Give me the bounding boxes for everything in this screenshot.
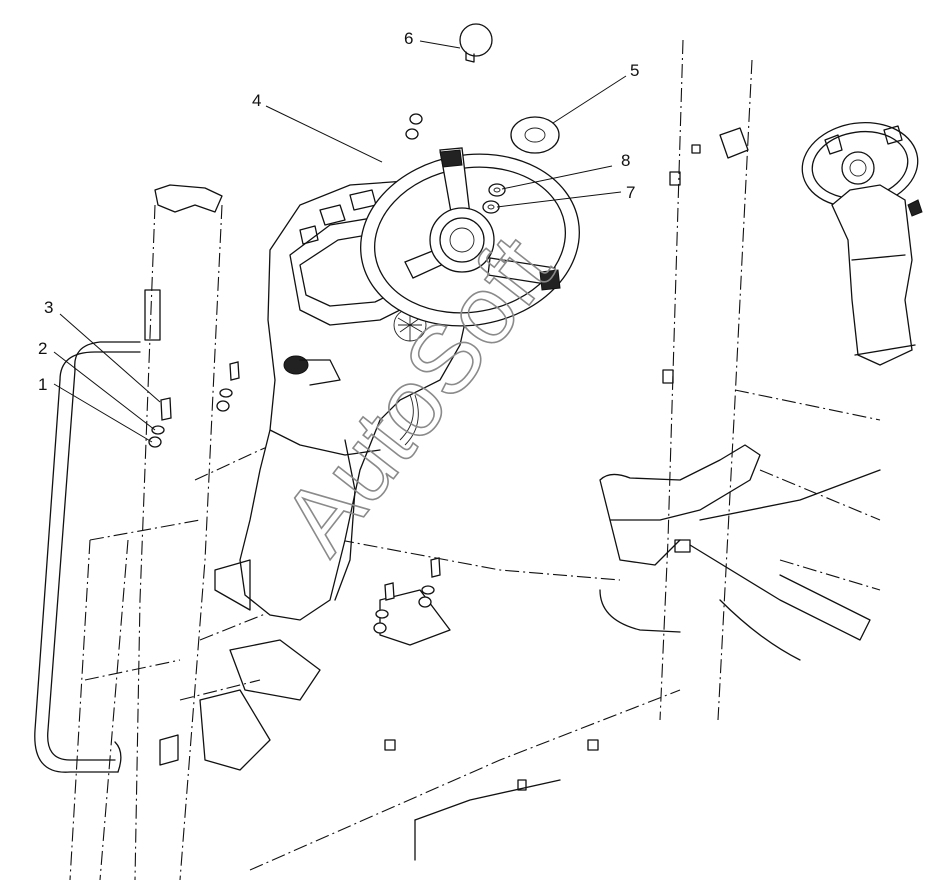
horn-cap <box>510 116 560 154</box>
bolt-and-washers-left <box>148 361 441 634</box>
callout-8: 8 <box>621 151 630 170</box>
leader-lines <box>53 40 627 443</box>
floor-frame <box>84 419 681 871</box>
left-handrail <box>34 341 141 881</box>
callout-labels: 1 2 3 4 5 6 7 8 <box>38 29 639 394</box>
loose-nuts <box>405 113 423 140</box>
callout-3: 3 <box>44 298 53 317</box>
right-frame-bracket <box>599 389 881 661</box>
left-cab-pillar <box>134 184 223 881</box>
steering-nut <box>488 183 506 197</box>
steering-wheel <box>360 147 580 327</box>
callout-5: 5 <box>630 61 639 80</box>
callout-6: 6 <box>404 29 413 48</box>
callout-2: 2 <box>38 339 47 358</box>
right-cab-pillar <box>659 39 753 721</box>
inset-steering-assembly <box>801 121 923 366</box>
callout-1: 1 <box>38 375 47 394</box>
callout-4: 4 <box>252 91 261 110</box>
spinner-knob <box>459 23 493 63</box>
steering-washer <box>482 200 500 214</box>
callout-7: 7 <box>626 183 635 202</box>
